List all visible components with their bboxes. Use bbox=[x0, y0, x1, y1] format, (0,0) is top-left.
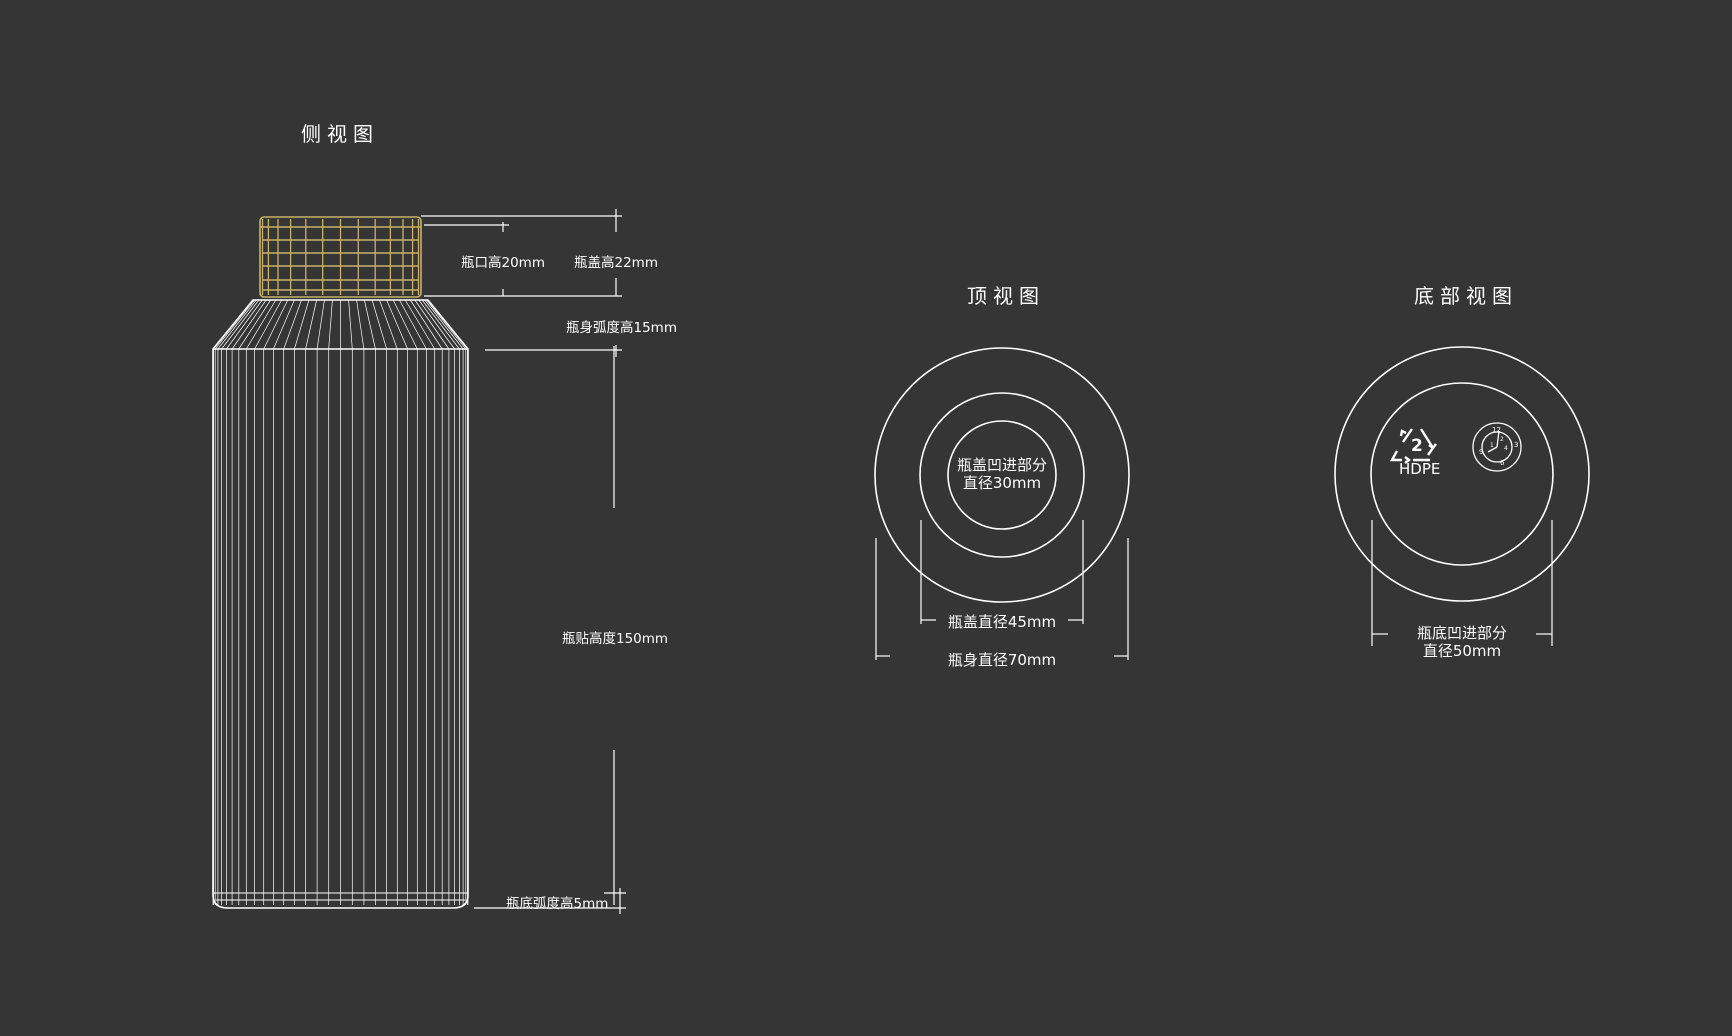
bottle-cap bbox=[259, 216, 422, 298]
cap-diameter-label: 瓶盖直径45mm bbox=[947, 613, 1057, 631]
dial-number-6: 6 bbox=[1500, 459, 1505, 467]
shoulder-wire-line bbox=[294, 299, 310, 350]
top-view-drawing bbox=[874, 347, 1130, 660]
body-vertical-lines bbox=[212, 349, 469, 905]
side-view-title: 侧视图 bbox=[301, 122, 379, 146]
bottom-recess-label: 瓶底凹进部分 直径50mm bbox=[1392, 624, 1532, 660]
shoulder-wire-line bbox=[254, 299, 282, 350]
shoulder-wire-line bbox=[226, 299, 263, 350]
cap-circle bbox=[919, 392, 1085, 558]
shoulder-wire-line bbox=[217, 299, 257, 350]
top-view-title: 顶视图 bbox=[967, 284, 1045, 308]
dial-number-1: 1 bbox=[1490, 442, 1494, 449]
shoulder-wire-line bbox=[371, 299, 387, 350]
recess-circle bbox=[947, 420, 1057, 530]
shoulder-wire-line bbox=[214, 299, 255, 350]
bottom-recess-circle bbox=[1370, 382, 1554, 566]
recycle-icon bbox=[1389, 428, 1437, 464]
shoulder-wire-line bbox=[426, 299, 467, 350]
cap-outline bbox=[259, 216, 422, 298]
shoulder-wire-line bbox=[427, 299, 469, 350]
shoulder-wire-line bbox=[379, 299, 398, 350]
top-recess-line1: 瓶盖凹进部分 bbox=[956, 456, 1047, 474]
dial-number-3: 3 bbox=[1514, 441, 1519, 449]
bottle-body-wireframe bbox=[212, 299, 469, 909]
shoulder-wire-line bbox=[421, 299, 460, 350]
shoulder-wire-line bbox=[283, 299, 302, 350]
shoulder-wire-line bbox=[238, 299, 271, 350]
dial-number-2: 2 bbox=[1500, 436, 1504, 443]
body-diameter-label: 瓶身直径70mm bbox=[947, 651, 1057, 669]
shoulder-wire-line bbox=[364, 299, 376, 350]
side-dimension-lines bbox=[421, 209, 626, 914]
date-dial-icon bbox=[1472, 422, 1522, 472]
dial-number-4: 4 bbox=[1504, 445, 1508, 452]
shoulder-wire-line bbox=[328, 299, 333, 350]
shoulder-wire-line bbox=[399, 299, 427, 350]
shoulder-wire-line bbox=[348, 299, 353, 350]
shoulder-wire-line bbox=[410, 299, 443, 350]
shoulder-wire-line bbox=[231, 299, 267, 350]
shoulder-height-label: 瓶身弧度高15mm bbox=[566, 320, 677, 336]
top-recess-label: 瓶盖凹进部分 直径30mm bbox=[952, 456, 1052, 492]
shoulder-wire-line bbox=[316, 299, 325, 350]
shoulder-lines bbox=[212, 299, 469, 350]
recycle-number: 2 bbox=[1411, 436, 1423, 456]
bottom-recess-line2: 直径50mm bbox=[1422, 642, 1502, 660]
shoulder-wire-line bbox=[418, 299, 455, 350]
bottom-view-drawing bbox=[1334, 346, 1590, 646]
shoulder-wire-line bbox=[356, 299, 365, 350]
top-recess-line2: 直径30mm bbox=[962, 474, 1042, 492]
dial-number-12: 12 bbox=[1492, 426, 1501, 434]
shoulder-wire-line bbox=[213, 299, 254, 350]
base-curve-label: 瓶底弧度高5mm bbox=[506, 896, 609, 912]
cap-vertical-lines bbox=[261, 219, 420, 295]
body-circle bbox=[874, 347, 1130, 603]
shoulder-wire-line bbox=[305, 299, 317, 350]
dial-number-9: 9 bbox=[1479, 448, 1484, 456]
recycle-text: HDPE bbox=[1399, 460, 1441, 478]
label-height-label: 瓶贴高度150mm bbox=[562, 631, 669, 647]
neck-height-label: 瓶口高20mm bbox=[461, 255, 545, 271]
shoulder-wire-line bbox=[263, 299, 289, 350]
shoulder-wire-line bbox=[392, 299, 418, 350]
bottom-body-circle bbox=[1334, 346, 1590, 602]
shoulder-wire-line bbox=[424, 299, 464, 350]
shoulder-wire-line bbox=[221, 299, 260, 350]
shoulder-wire-line bbox=[246, 299, 277, 350]
shoulder-wire-line bbox=[404, 299, 435, 350]
shoulder-wire-line bbox=[386, 299, 408, 350]
shoulder-wire-line bbox=[273, 299, 295, 350]
bottom-recess-line1: 瓶底凹进部分 bbox=[1416, 624, 1507, 642]
bottom-view-title: 底部视图 bbox=[1414, 284, 1518, 308]
shoulder-wire-line bbox=[414, 299, 450, 350]
cap-height-label: 瓶盖高22mm bbox=[574, 255, 658, 271]
